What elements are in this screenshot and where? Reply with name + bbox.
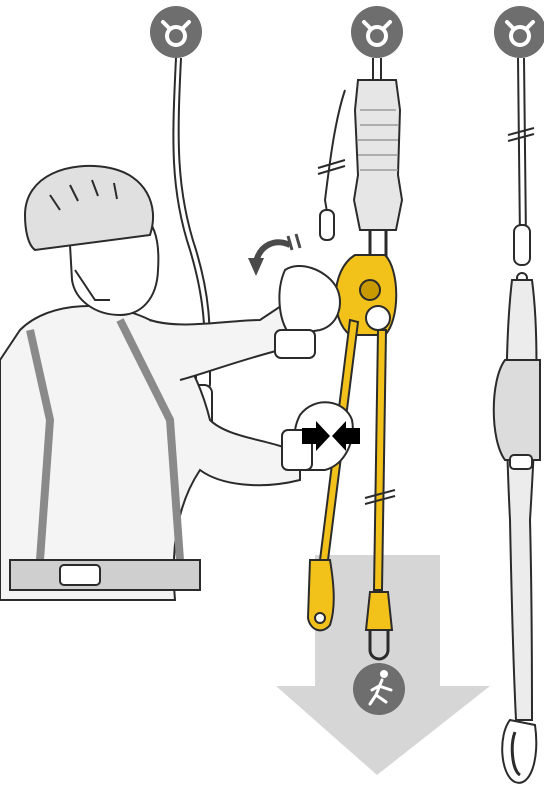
descender-device	[336, 255, 397, 335]
rescuer-figure	[0, 166, 353, 600]
suspended-victim-icon	[353, 663, 405, 715]
main-anchor-rope	[318, 58, 402, 268]
yellow-load-rope	[365, 330, 395, 659]
anchor-point-icon	[494, 6, 544, 58]
victim-lanyard	[494, 58, 540, 783]
anchor-point-icon	[150, 6, 202, 58]
anchor-point-icon	[351, 6, 403, 58]
